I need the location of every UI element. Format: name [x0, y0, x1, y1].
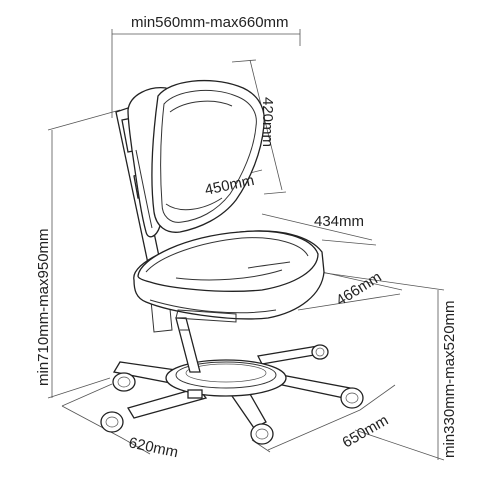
base-width-label: 620mm [127, 434, 179, 461]
caster [250, 423, 274, 445]
total-height-label: min710mm-max950mm [35, 228, 52, 386]
width-label: min560mm-max660mm [131, 14, 289, 31]
caster [340, 387, 364, 409]
backrest-height-label: 420mm [259, 97, 276, 147]
seat [133, 230, 325, 323]
seat-depth-label: 466mm [333, 268, 384, 309]
caster [100, 411, 124, 433]
gas-lift-column [175, 317, 201, 373]
seat-width-label: 434mm [314, 213, 364, 230]
backrest [127, 79, 265, 238]
caster [311, 344, 329, 360]
seat-height-label: min330mm-max520mm [441, 300, 458, 458]
caster [112, 372, 136, 392]
base-depth-label: 650mm [340, 412, 392, 452]
chair-base [100, 344, 364, 445]
